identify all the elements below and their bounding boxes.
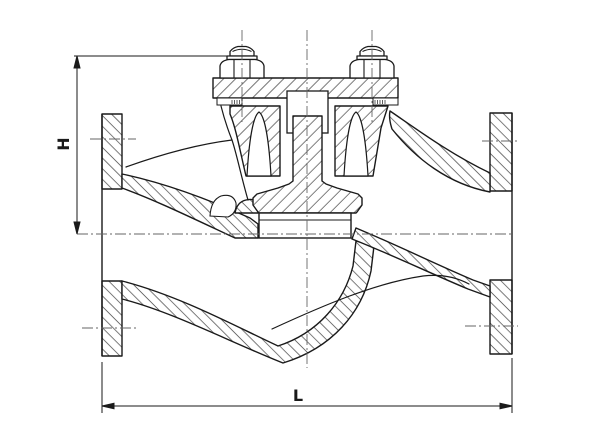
inlet-ceiling-wall [121,173,259,239]
outlet-flange-lower [489,279,513,355]
valve-body-section [101,110,513,364]
inlet-flange-lower [101,280,123,357]
inlet-flange-upper [101,113,123,190]
outlet-flange-upper [489,112,513,192]
rib-gusset [209,194,237,218]
piston-disc [252,115,363,214]
h-arrow-bottom [73,221,81,235]
h-arrow-top [73,55,81,69]
h-dimension-label: H [54,137,73,150]
dimension-h: H [54,55,254,235]
drawing-canvas: H L [40,16,600,421]
outlet-floor-wall [351,227,491,298]
centerlines [77,30,518,368]
valve-technical-drawing: H L [40,16,600,421]
bottom-wall [121,240,375,364]
projected-surface-lines [125,105,470,330]
hex-nut-facets [363,60,381,78]
gasket-serrations [231,100,386,104]
flange-faces [101,113,513,356]
hex-nut-facets [233,60,251,78]
disc-guide-ribs [246,111,369,177]
outlet-ceiling-wall [388,110,491,193]
l-dimension-label: L [293,386,303,405]
